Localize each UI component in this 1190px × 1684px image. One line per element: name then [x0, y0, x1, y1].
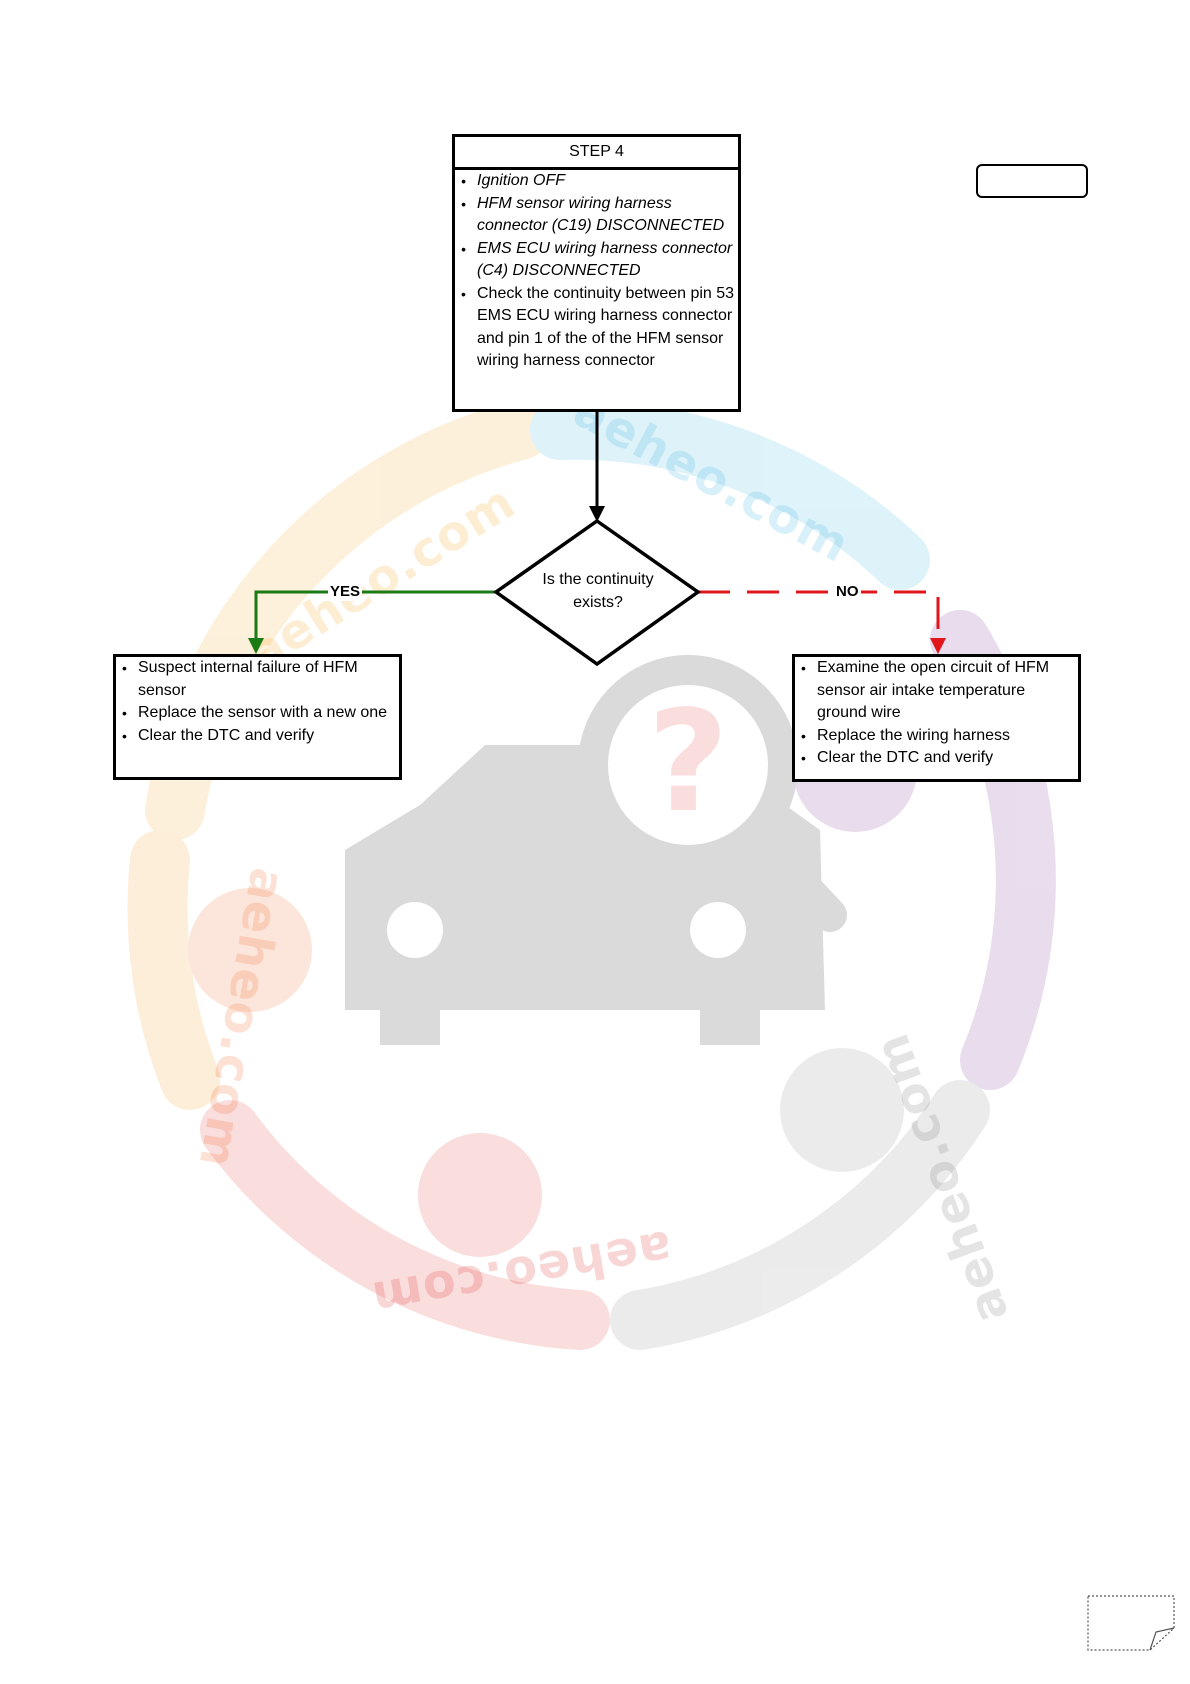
step-4-list: Ignition OFF HFM sensor wiring harness c… — [455, 170, 738, 373]
blank-badge — [976, 164, 1088, 198]
no-result-box: Examine the open circuit of HFM sensor a… — [792, 654, 1081, 782]
arrowhead-yes — [248, 638, 264, 654]
list-item: Clear the DTC and verify — [116, 725, 399, 748]
arrowhead-down — [589, 506, 605, 522]
step-4-title: STEP 4 — [455, 137, 738, 170]
list-item: Replace the sensor with a new one — [116, 702, 399, 725]
no-label: NO — [834, 583, 861, 601]
yes-result-box: Suspect internal failure of HFM sensor R… — [113, 654, 402, 780]
list-item: Suspect internal failure of HFM sensor — [116, 657, 399, 702]
list-item: EMS ECU wiring harness connector (C4) DI… — [455, 238, 738, 283]
page-curl-icon — [1087, 1595, 1175, 1651]
list-item: Replace the wiring harness — [795, 725, 1078, 748]
arrowhead-no — [930, 638, 946, 654]
yes-result-list: Suspect internal failure of HFM sensor R… — [116, 657, 399, 747]
list-item: Examine the open circuit of HFM sensor a… — [795, 657, 1078, 725]
list-item: Check the continuity between pin 53 EMS … — [455, 283, 738, 373]
step-4-box: STEP 4 Ignition OFF HFM sensor wiring ha… — [452, 134, 741, 412]
decision-question: Is the continuity exists? — [542, 571, 654, 611]
decision-diamond — [492, 518, 702, 667]
no-result-list: Examine the open circuit of HFM sensor a… — [795, 657, 1078, 770]
yes-label: YES — [328, 583, 363, 601]
list-item: Ignition OFF — [455, 170, 738, 193]
connector-yes — [254, 590, 496, 640]
connector-no — [698, 590, 940, 640]
list-item: Clear the DTC and verify — [795, 747, 1078, 770]
list-item: HFM sensor wiring harness connector (C19… — [455, 193, 738, 238]
